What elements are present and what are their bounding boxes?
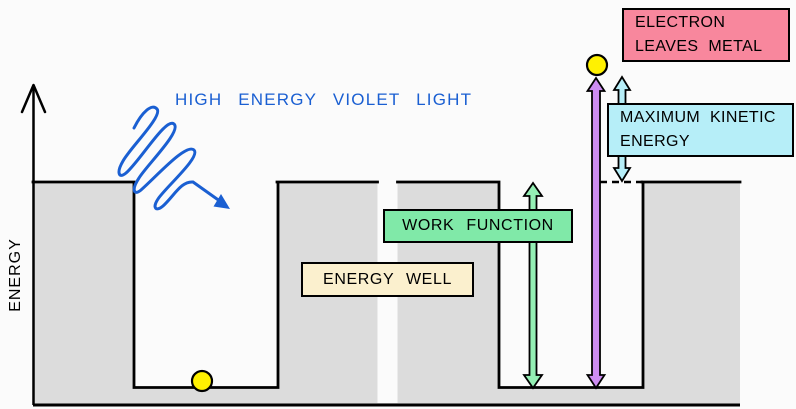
- electron-leaves-metal-box: ELECTRON LEAVES METAL: [622, 8, 790, 62]
- energy-axis-label: ENERGY: [7, 238, 24, 312]
- work-function-box: WORK FUNCTION: [383, 209, 573, 243]
- work-function-arrow: [522, 181, 544, 390]
- energy-well-label: ENERGY WELL: [323, 270, 452, 288]
- max-kinetic-energy-box: MAXIMUM KINETIC ENERGY: [607, 103, 794, 157]
- energy-well-box: ENERGY WELL: [301, 262, 474, 297]
- violet-light-arrowhead-icon: [213, 194, 230, 209]
- work-function-label: WORK FUNCTION: [402, 217, 554, 234]
- photon-energy-arrow: [585, 76, 607, 390]
- violet-light-label: HIGH ENERGY VIOLET LIGHT: [175, 90, 473, 109]
- electron-leaves-line2: LEAVES METAL: [635, 38, 763, 55]
- electron-in-well: [190, 369, 214, 393]
- ejected-electron: [585, 53, 609, 77]
- violet-light-squiggle: [117, 105, 226, 211]
- max-kinetic-energy-line2: ENERGY: [620, 133, 690, 150]
- max-kinetic-energy-line1: MAXIMUM KINETIC: [620, 109, 776, 126]
- electron-leaves-line1: ELECTRON: [635, 14, 726, 31]
- energy-well-cutout-left: [135, 178, 277, 388]
- energy-axis-arrowhead-icon: [20, 83, 47, 114]
